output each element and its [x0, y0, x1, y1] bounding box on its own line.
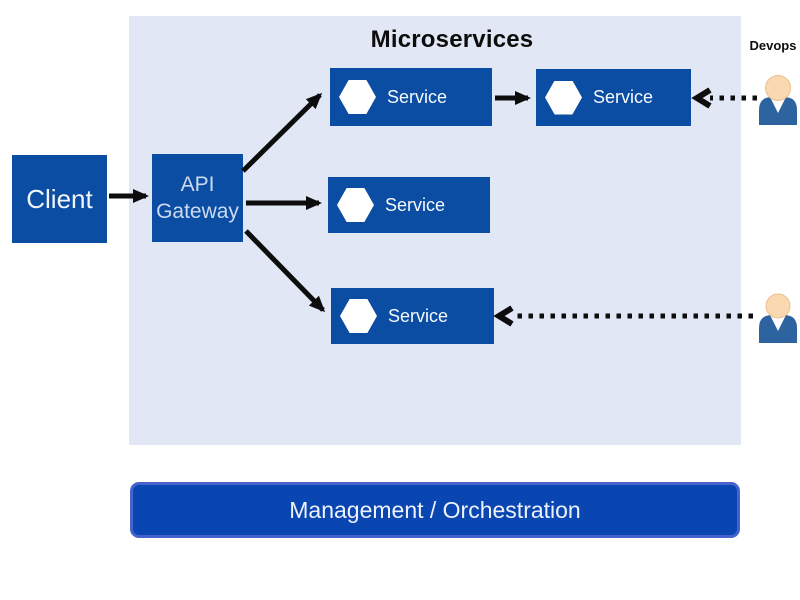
service-node-3: Service [328, 177, 490, 233]
service-node-label: Service [593, 87, 654, 107]
api-gateway-node: API Gateway [152, 154, 243, 242]
service-node-1: Service [330, 68, 492, 126]
devops-person-icon [759, 293, 797, 343]
devops-person-icon [759, 75, 797, 125]
client-node-label: Client [26, 183, 93, 214]
hexagon-icon [337, 188, 374, 222]
management-bar: Management / Orchestration [130, 482, 740, 538]
service-node-2: Service [536, 69, 691, 126]
hexagon-icon [339, 80, 376, 114]
service-node-label: Service [387, 86, 448, 107]
hexagon-icon [340, 299, 377, 333]
service-node-label: Service [385, 194, 446, 215]
devops-label: Devops [749, 38, 797, 53]
client-node: Client [12, 155, 107, 243]
api-gateway-node-label: API Gateway [156, 172, 239, 223]
service-node-label: Service [388, 305, 449, 326]
management-bar-label: Management / Orchestration [289, 496, 581, 523]
microservices-title: Microservices [370, 26, 534, 53]
service-node-4: Service [331, 288, 494, 344]
hexagon-icon [545, 80, 582, 115]
